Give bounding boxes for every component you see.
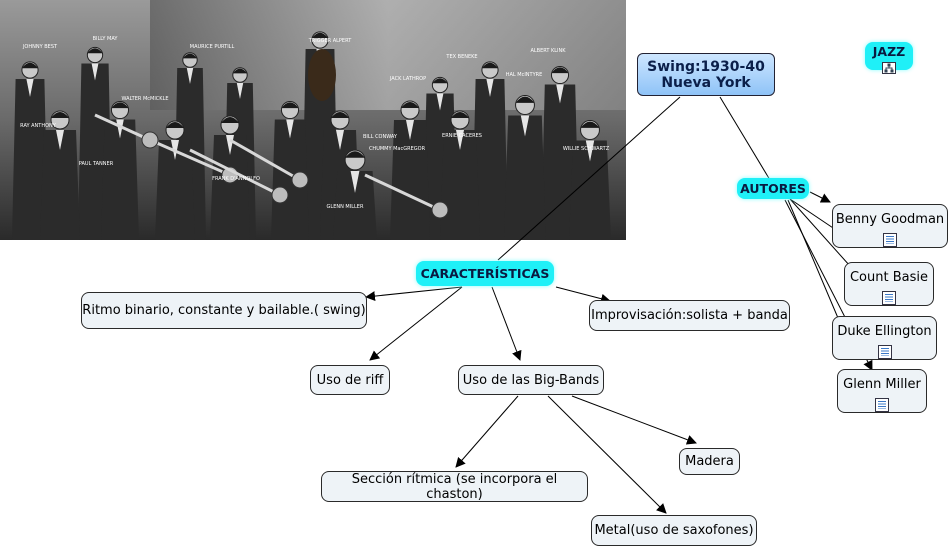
link-root-caracteristicas (497, 96, 681, 261)
photo-caption-label: BILLY MAY (93, 36, 119, 42)
link-autores-benny (809, 191, 831, 203)
photo-caption-label: WALTER McMICKLE (121, 96, 168, 102)
document-icon[interactable] (877, 345, 892, 359)
link-car-riff (369, 286, 463, 361)
improvisacion-node[interactable]: Improvisación:solista + banda (589, 300, 790, 331)
author-node-count[interactable]: Count Basie (844, 262, 934, 306)
trombone-slide (364, 173, 441, 212)
photo-caption-label: GLENN MILLER (327, 204, 364, 210)
caracteristicas-node[interactable]: CARACTERÍSTICAS (416, 261, 554, 286)
link-car-bigbands (491, 286, 522, 361)
link-root-autores (719, 96, 771, 181)
jazz-label: JAZZ (872, 44, 906, 59)
document-icon[interactable] (883, 233, 897, 247)
musician-figure (472, 61, 508, 240)
root-concept[interactable]: Swing:1930-40 Nueva York (637, 53, 775, 96)
link-bb-seccion (455, 395, 519, 468)
musician-figure (440, 110, 480, 240)
musician-figure (40, 110, 80, 240)
photo-caption-label: WILLIE SCHWARTZ (563, 146, 610, 152)
musician-figure (271, 100, 309, 240)
musician-figure (101, 100, 139, 240)
photo-caption-label: ERNIE CACERES (442, 133, 482, 139)
author-label: Duke Ellington (837, 324, 932, 339)
ritmo-label: Ritmo binario, constante y bailable.( sw… (82, 303, 366, 318)
musician-figure (504, 95, 546, 240)
autores-label: AUTORES (740, 181, 806, 196)
bigbands-label: Uso de las Big-Bands (462, 372, 600, 388)
musician-figure (155, 120, 195, 240)
horn-bell (141, 131, 159, 149)
photo-caption-label: MAURICE PURTILL (190, 44, 235, 50)
musician-figure (12, 61, 48, 240)
metal-node[interactable]: Metal(uso de saxofones) (591, 515, 757, 546)
trombone-slide (94, 113, 151, 142)
seccion-node[interactable]: Sección rítmica (se incorpora el chaston… (321, 471, 588, 502)
trombone-slide (189, 148, 281, 197)
double-bass (308, 49, 336, 101)
author-node-benny[interactable]: Benny Goodman (832, 204, 948, 248)
madera-label: Madera (685, 454, 734, 469)
document-icon[interactable] (882, 291, 896, 305)
author-node-duke[interactable]: Duke Ellington (832, 316, 937, 360)
ritmo-node[interactable]: Ritmo binario, constante y bailable.( sw… (81, 292, 367, 329)
improvisacion-label: Improvisación:solista + banda (591, 308, 788, 323)
photo-caption-label: JOHNNY BEST (22, 44, 58, 50)
link-car-improv (555, 286, 611, 304)
autores-node[interactable]: AUTORES (737, 178, 809, 199)
jazz-node[interactable]: JAZZ (865, 42, 913, 74)
musician-figure (390, 100, 430, 240)
musician-figure (541, 65, 579, 240)
photo-caption-label: RAY ANTHONY (20, 123, 57, 129)
caracteristicas-label: CARACTERÍSTICAS (420, 266, 550, 281)
author-label: Count Basie (849, 270, 928, 285)
author-label: Glenn Miller (843, 377, 921, 392)
horn-bell (431, 201, 449, 219)
photo-caption-label: FRANK D'ANNOLFO (212, 176, 260, 182)
metal-label: Metal(uso de saxofones) (594, 523, 754, 538)
horn-bell (271, 186, 289, 204)
madera-node[interactable]: Madera (679, 448, 740, 475)
root-title: Swing:1930-40 (647, 58, 765, 75)
photo-caption-label: JACK LATHROP (389, 76, 426, 82)
trombone-slide (229, 138, 301, 182)
musician-figure (569, 120, 611, 240)
photo-caption-label: HAL McINTYRE (506, 72, 543, 78)
author-label: Benny Goodman (835, 212, 945, 227)
photo-caption-label: CHUMMY MacGREGOR (369, 146, 426, 152)
link-bb-madera (571, 395, 697, 445)
trombone-slide (149, 138, 231, 177)
riff-node[interactable]: Uso de riff (310, 365, 390, 395)
musician-figure (210, 115, 250, 240)
root-subtitle: Nueva York (661, 74, 751, 91)
big-band-photo: JOHNNY BEST BILLY MAY MAURICE PURTILL TRIGG… (0, 0, 626, 240)
author-node-glenn[interactable]: Glenn Miller (837, 369, 927, 413)
photo-caption-label: PAUL TANNER (79, 161, 114, 167)
musician-figure (333, 149, 377, 240)
link-car-ritmo (365, 286, 463, 302)
photo-caption-label: TRIGGER ALPERT (308, 38, 352, 44)
link-bb-metal (547, 395, 667, 514)
riff-label: Uso de riff (316, 372, 384, 388)
photo-caption-label: ALBERT KLINK (530, 48, 566, 54)
seccion-label: Sección rítmica (se incorpora el chaston… (351, 471, 558, 502)
photo-caption-label: TEX BENEKE (445, 54, 477, 60)
bigbands-node[interactable]: Uso de las Big-Bands (458, 365, 604, 395)
document-icon[interactable] (875, 398, 889, 412)
link-autores-duke2 (787, 199, 839, 319)
link-autores-duke (789, 198, 851, 267)
photo-caption-label: BILL CONWAY (363, 134, 398, 140)
concept-map-icon[interactable] (882, 62, 896, 74)
horn-bell (291, 171, 309, 189)
